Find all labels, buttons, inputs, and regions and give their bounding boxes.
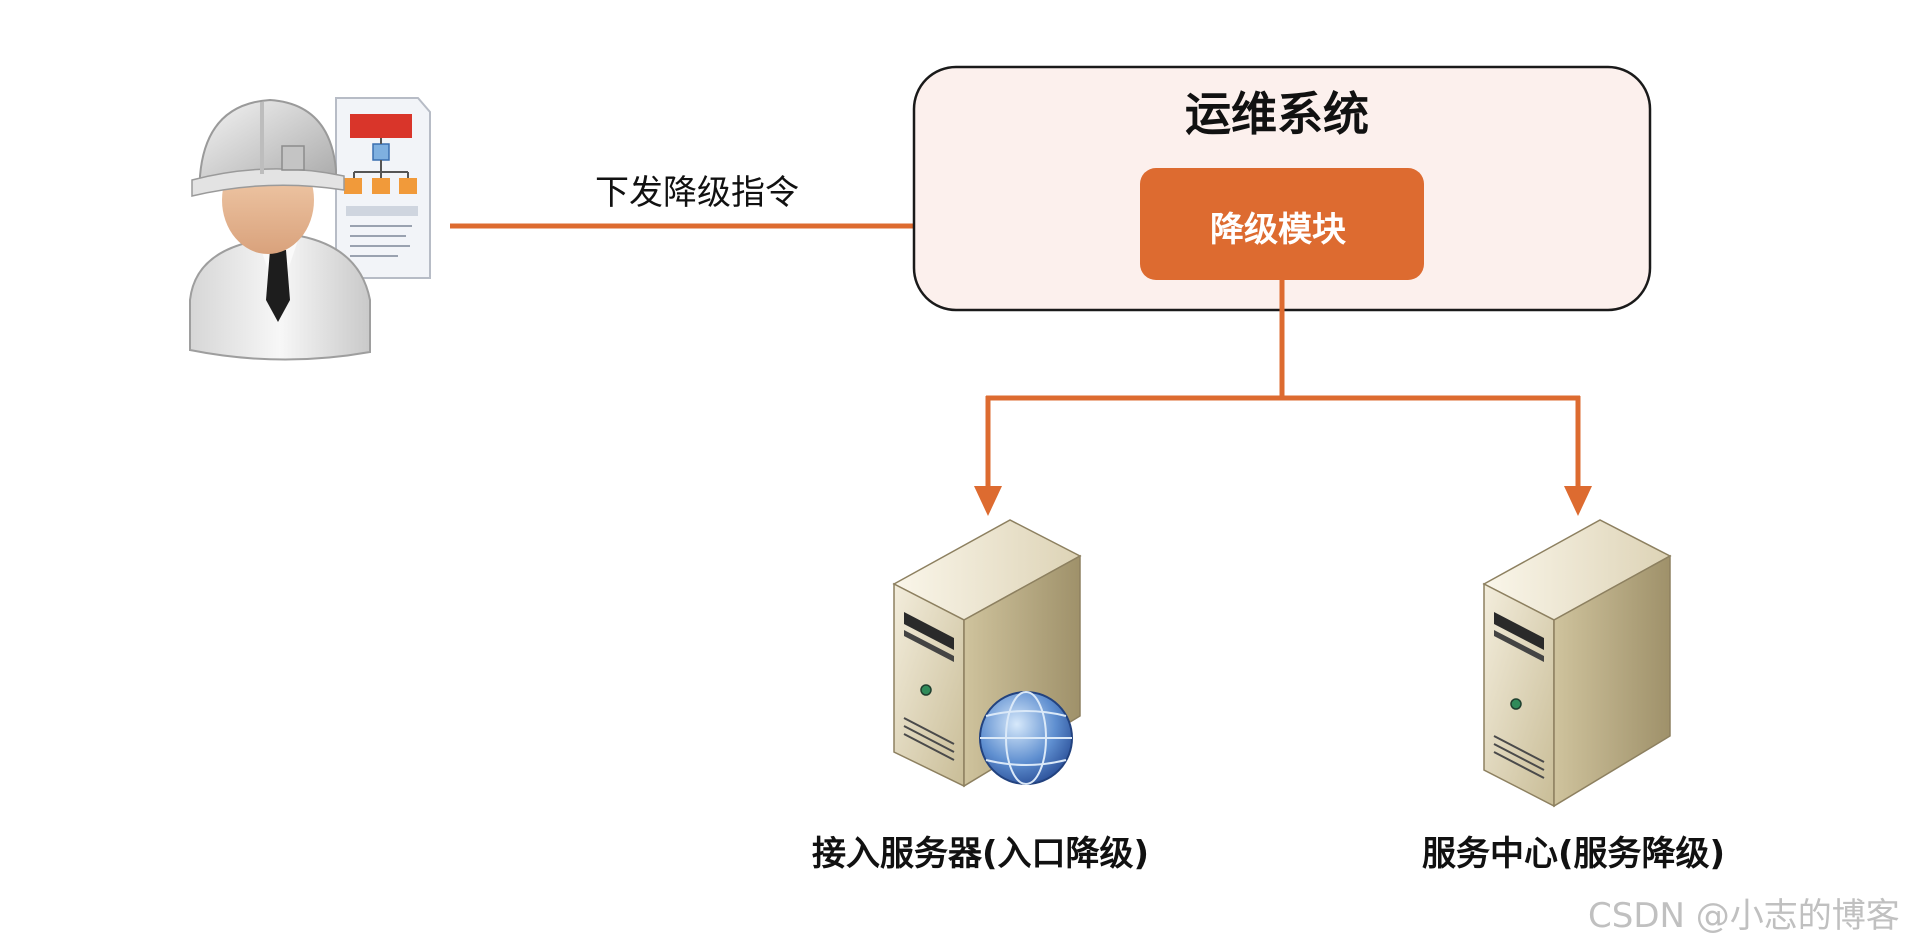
degrade-module-label: 降级模块	[1210, 210, 1346, 250]
distribution-connectors	[974, 280, 1592, 516]
ops-system-title: 运维系统	[1185, 87, 1369, 141]
access-server-label: 接入服务器(入口降级)	[812, 834, 1150, 874]
globe-icon	[979, 691, 1073, 785]
web-server-icon	[892, 519, 1082, 788]
arrowhead-left	[974, 486, 1002, 516]
engineer-with-document-icon	[189, 97, 431, 361]
document-icon	[335, 97, 431, 279]
arrowhead-right	[1564, 486, 1592, 516]
degrade-module-box	[1140, 168, 1424, 280]
server-tower-icon	[1482, 519, 1672, 808]
service-center-label: 服务中心(服务降级)	[1422, 834, 1726, 874]
watermark: CSDN @小志的博客	[1588, 896, 1900, 936]
command-label: 下发降级指令	[595, 173, 799, 213]
